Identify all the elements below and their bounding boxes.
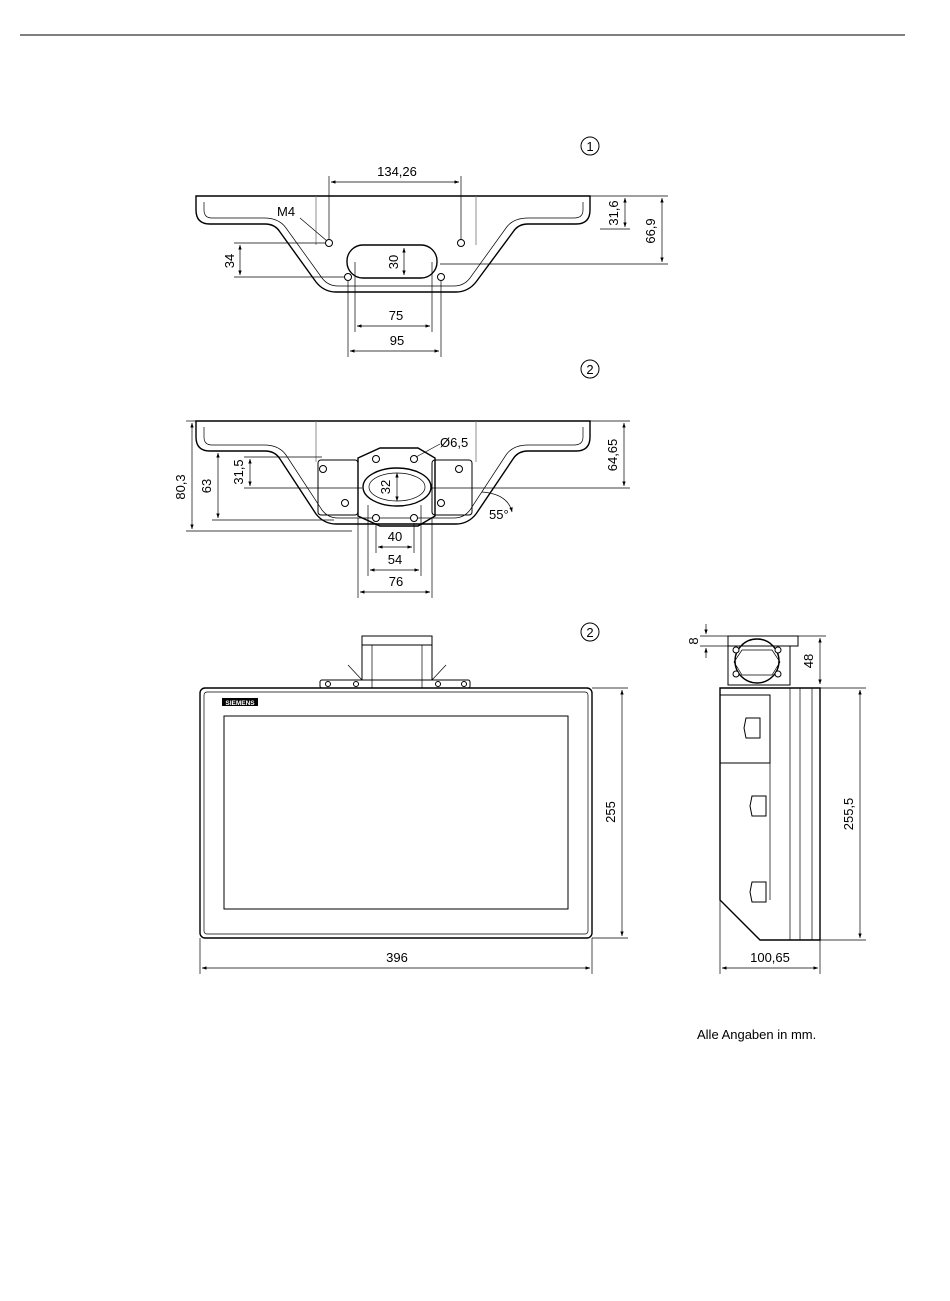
side-view: 8 48 255,5 100,65 [686, 624, 866, 974]
side-dim-depth: 100,65 [750, 950, 790, 965]
front-marker: 2 [586, 625, 593, 640]
view1-hole-ll [345, 274, 352, 281]
view1-dim-h1: 31,6 [606, 200, 621, 225]
view2-marker: 2 [586, 362, 593, 377]
view1-dim-95: 95 [390, 333, 404, 348]
view1-hole-lr [438, 274, 445, 281]
side-vent-1 [744, 718, 760, 738]
view2-hole-2 [456, 466, 463, 473]
side-dim-height: 255,5 [841, 798, 856, 831]
front-brand: SIEMENS [225, 700, 255, 707]
side-vent-2 [750, 796, 766, 816]
view2-hole-8 [411, 515, 418, 522]
view1-bracket-inner [204, 202, 583, 286]
front-dim-height: 255 [603, 801, 618, 823]
front-view: 2 SIEMENS 255 396 [200, 623, 628, 974]
view2-dim-hole: Ø6,5 [440, 435, 468, 450]
side-vent-3 [750, 882, 766, 902]
view2-dim-right: 64,65 [605, 439, 620, 472]
view2-tab-right [432, 460, 472, 515]
view1-dim-slot: 30 [386, 255, 401, 269]
view1-hole-ur [458, 240, 465, 247]
view2-dim-76: 76 [389, 574, 403, 589]
view2-dim-angle: 55° [489, 507, 509, 522]
view2-bracket-outline [196, 421, 590, 524]
view2-dim-b: 63 [199, 479, 214, 493]
view2-dim-40: 40 [388, 529, 402, 544]
view2-dim-54: 54 [388, 552, 402, 567]
view2-hole-3 [342, 500, 349, 507]
front-panel-bezel [204, 692, 588, 934]
front-dim-width: 396 [386, 950, 408, 965]
view2-hole-4 [438, 500, 445, 507]
view2-dim-a: 31,5 [231, 459, 246, 484]
view1-dim-left: 34 [222, 254, 237, 268]
front-panel-screen [224, 716, 568, 909]
view1-thread-label: M4 [277, 204, 295, 219]
units-footnote: Alle Angaben in mm. [697, 1027, 816, 1042]
view2-adapter-plate [358, 448, 435, 526]
side-dim-bracket: 48 [801, 654, 816, 668]
view1-dim-h2: 66,9 [643, 218, 658, 243]
view2-hole-1 [320, 466, 327, 473]
view1-marker: 1 [586, 139, 593, 154]
view2-dim-oval: 32 [378, 480, 393, 494]
side-interface-box [720, 695, 770, 763]
view2-bracket-inner [204, 427, 583, 518]
view1-dim-75: 75 [389, 308, 403, 323]
view2-dim-c: 80,3 [173, 474, 188, 499]
view1-bracket-top: 1 134,26 M4 30 31,6 66,9 [196, 137, 668, 357]
view1-dim-width: 134,26 [377, 164, 417, 179]
view2-hole-5 [373, 456, 380, 463]
side-dim-top: 8 [686, 637, 701, 644]
side-bracket-plate [728, 636, 798, 646]
view2-bracket-adapter: 2 Ø6,5 32 64,65 55° [173, 360, 630, 598]
front-mount-body [362, 645, 432, 680]
view2-hole-7 [373, 515, 380, 522]
front-panel-outer [200, 688, 592, 938]
front-mount-base [320, 680, 470, 688]
